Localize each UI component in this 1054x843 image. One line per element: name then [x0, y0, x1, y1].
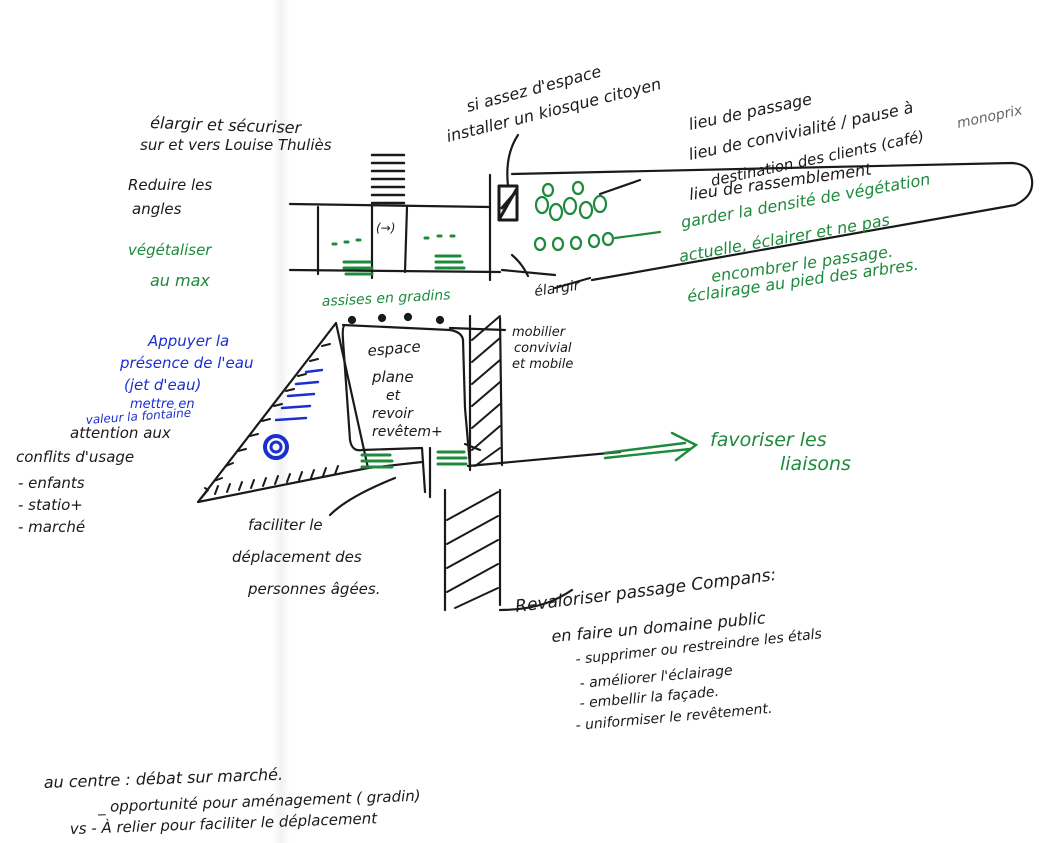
note-widen-line1: élargir et sécuriser — [150, 113, 303, 137]
tree-symbol — [541, 182, 555, 198]
tree-symbol — [562, 196, 578, 216]
note-attention-line2: conflits d'usage — [16, 448, 134, 466]
bench-dot — [347, 315, 357, 325]
note-seating: assises en gradins — [321, 287, 450, 310]
water-strokes — [274, 368, 324, 422]
compans-passage-outline — [443, 314, 504, 612]
note-furniture-line1: mobilier — [512, 325, 567, 340]
note-reduce-line2: angles — [132, 200, 182, 218]
triangle-saw-edge — [197, 343, 331, 503]
note-attention-item1: - enfants — [18, 474, 85, 492]
note-space-line3: et — [386, 388, 401, 404]
kiosk-hatch — [498, 188, 518, 220]
pointer-green-keep — [613, 230, 662, 240]
compans-hatch-upper — [471, 315, 501, 467]
pointer-compans — [498, 588, 574, 612]
note-water-line1: Appuyer la — [147, 332, 229, 350]
block-outline — [316, 173, 492, 282]
planting-strokes-square — [360, 450, 468, 469]
tree-symbol — [533, 236, 547, 252]
note-widen-line2: sur et vers Louise Thuliès — [140, 136, 332, 154]
note-water-line2: présence de l'eau — [119, 354, 253, 372]
note-links2: liaisons — [780, 453, 851, 475]
note-compans-title: Revaloriser passage Compans: — [514, 565, 777, 617]
square-outline — [341, 323, 482, 499]
note-veg-line1: végétaliser — [128, 241, 212, 259]
note-furniture-line3: et mobile — [512, 357, 573, 372]
tree-symbol — [569, 235, 583, 251]
note-furniture-line2: convivial — [514, 341, 572, 356]
fountain-symbol-inner — [269, 440, 283, 454]
tree-symbol — [548, 202, 564, 222]
note-attention-item2: - statio+ — [18, 496, 83, 514]
note-reduce-line1: Reduire les — [128, 176, 212, 194]
kiosk-pointer — [506, 133, 520, 188]
top-street-outline — [288, 161, 1034, 290]
tree-symbol — [571, 180, 585, 196]
tree-symbol — [551, 236, 565, 252]
paper-fold — [272, 0, 290, 843]
tree-symbol — [587, 233, 601, 249]
planting-dots-top — [331, 234, 456, 246]
links-arrow — [603, 431, 699, 462]
pointer-furniture — [448, 326, 507, 332]
pointer-elderly — [328, 476, 397, 517]
compans-hatch-lower — [446, 491, 499, 609]
planting-strokes-top — [342, 254, 466, 276]
note-elderly-line1: faciliter le — [248, 516, 323, 534]
bench-dot — [435, 315, 445, 325]
tree-symbol — [578, 200, 594, 220]
top-stairs-hatch — [370, 153, 406, 205]
note-space-line5: revêtem+ — [372, 424, 443, 440]
bench-dot — [377, 313, 387, 323]
note-space-line4: revoir — [372, 406, 414, 422]
note-space-line2: plane — [371, 368, 414, 386]
note-attention-item3: - marché — [18, 518, 85, 536]
note-space-line1: espace — [367, 337, 422, 360]
fountain-symbol — [263, 434, 289, 460]
bench-dot — [403, 312, 413, 322]
tree-symbol — [592, 194, 608, 214]
note-veg-line2: au max — [150, 271, 210, 290]
note-elderly-line3: personnes âgées. — [247, 580, 381, 598]
fountain-triangle — [196, 321, 370, 504]
note-place-line4: monoprix — [956, 102, 1025, 132]
note-links: favoriser les — [710, 429, 827, 451]
tree-symbol — [601, 231, 615, 247]
note-paren: (→) — [376, 221, 395, 235]
note-water-line3: (jet d'eau) — [124, 376, 201, 394]
widen-arrow — [510, 253, 530, 278]
tree-symbol — [534, 195, 550, 215]
note-elderly-line2: déplacement des — [232, 548, 362, 566]
triangle-bottom-hatch — [214, 465, 339, 495]
bottom-street — [366, 450, 622, 470]
note-water-line4: mettre en — [130, 397, 195, 412]
note-attention-line1: attention aux — [70, 424, 171, 442]
note-center-line1: au centre : débat sur marché. — [43, 765, 283, 792]
note-widen-small: élargir — [533, 278, 581, 300]
pointer-space-to-lieu — [598, 178, 642, 196]
